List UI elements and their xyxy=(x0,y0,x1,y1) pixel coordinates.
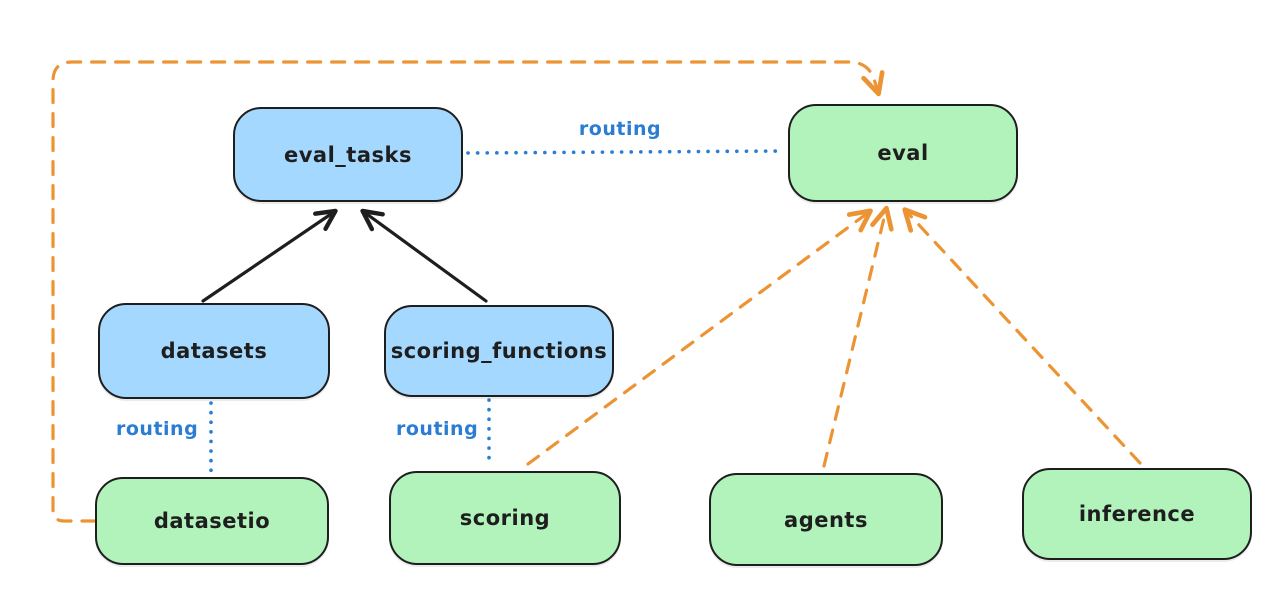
edge-label-routing-scoring: routing xyxy=(396,418,479,440)
edge-datasetio-to-eval xyxy=(51,60,885,523)
node-inference: inference xyxy=(1022,468,1252,560)
node-agents: agents xyxy=(709,473,943,566)
node-eval-tasks: eval_tasks xyxy=(233,107,463,202)
node-datasetio-label: datasetio xyxy=(153,509,271,533)
edge-datasets-to-eval-tasks xyxy=(201,208,338,303)
node-datasets: datasets xyxy=(98,303,330,399)
edge-eval-tasks-to-eval-routing xyxy=(466,149,786,155)
edge-agents-to-eval xyxy=(822,205,894,468)
edge-label-routing-datasets: routing xyxy=(116,418,199,440)
node-agents-label: agents xyxy=(784,507,868,532)
node-eval: eval xyxy=(788,104,1018,202)
edge-label-routing-top: routing xyxy=(578,118,662,140)
node-scoring-functions-label: scoring_functions xyxy=(390,339,608,363)
edge-inference-to-eval xyxy=(902,207,1142,465)
node-eval-label: eval xyxy=(877,141,929,165)
node-inference-label: inference xyxy=(1078,502,1196,526)
node-eval-tasks-label: eval_tasks xyxy=(284,142,412,167)
node-scoring-functions: scoring_functions xyxy=(384,305,614,397)
node-scoring-label: scoring xyxy=(459,506,551,530)
edge-scoring-functions-to-eval-tasks xyxy=(360,208,488,303)
node-datasetio: datasetio xyxy=(95,477,329,565)
node-datasets-label: datasets xyxy=(160,339,268,363)
node-scoring: scoring xyxy=(389,471,621,565)
